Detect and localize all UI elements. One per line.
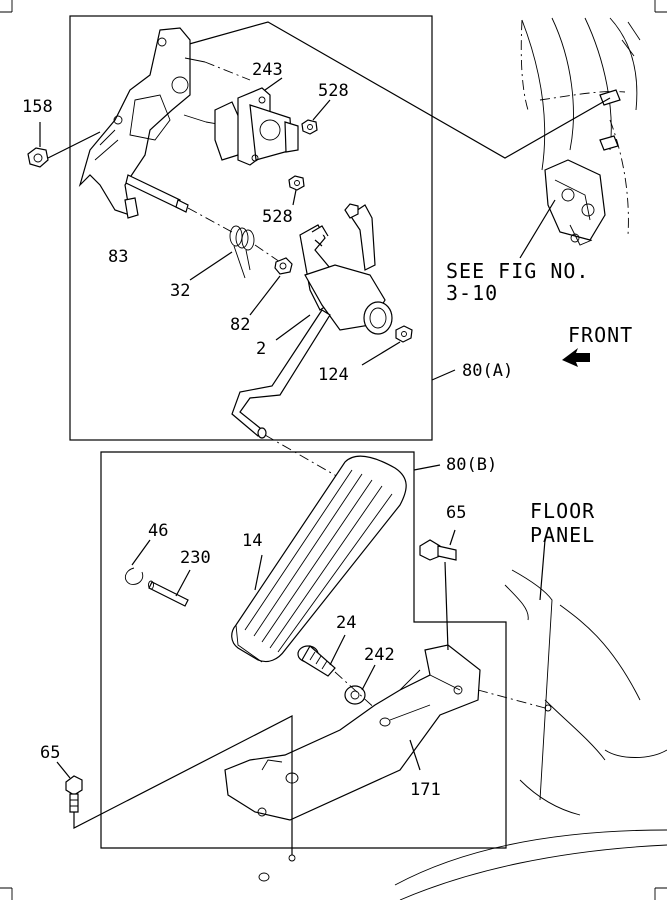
callout-158: 158 xyxy=(22,97,53,117)
bolt-65-lower xyxy=(65,775,83,813)
front-arrow-icon xyxy=(562,348,590,367)
callout-80a: 80(A) xyxy=(462,361,513,381)
floor-panel-label-line1: FLOOR xyxy=(530,499,595,523)
see-fig-note-line1: SEE FIG NO. xyxy=(446,259,589,283)
bolt-24 xyxy=(297,645,336,677)
pedal-arm-2 xyxy=(231,203,393,439)
nut-158 xyxy=(27,147,49,168)
callout-80b: 80(B) xyxy=(446,455,497,475)
pivot-shaft xyxy=(125,174,189,213)
group-box-80b xyxy=(100,451,507,849)
floor-panel xyxy=(394,569,667,900)
nut-124 xyxy=(395,325,413,343)
see-fig-note-line2: 3-10 xyxy=(446,281,498,305)
group-box-80a xyxy=(69,15,433,441)
leader-243 xyxy=(264,77,283,91)
nut-528-lower xyxy=(288,175,305,191)
callout-24: 24 xyxy=(336,613,356,633)
callout-82: 82 xyxy=(230,315,250,335)
front-label: FRONT xyxy=(568,323,633,347)
callout-528-upper: 528 xyxy=(318,81,349,101)
pedal-switch-243 xyxy=(214,87,299,166)
callout-46: 46 xyxy=(148,521,168,541)
callout-32: 32 xyxy=(170,281,190,301)
callout-242: 242 xyxy=(364,645,395,665)
bushing-82 xyxy=(274,257,293,275)
pedal-base-bracket-171 xyxy=(224,644,481,821)
return-spring-32 xyxy=(229,225,255,279)
pin-230 xyxy=(148,580,189,607)
callout-83: 83 xyxy=(108,247,128,267)
callout-171: 171 xyxy=(410,780,441,800)
spacer-242 xyxy=(344,685,366,705)
callout-243: 243 xyxy=(252,60,283,80)
callout-528-lower: 528 xyxy=(262,207,293,227)
nut-528-upper xyxy=(301,119,318,135)
bolt-65-upper xyxy=(419,539,457,561)
floor-panel-label-line2: PANEL xyxy=(530,523,595,547)
pedal-bracket xyxy=(78,27,191,219)
callout-14: 14 xyxy=(242,531,262,551)
callout-124: 124 xyxy=(318,365,349,385)
callout-2: 2 xyxy=(256,339,266,359)
vehicle-body-outline xyxy=(520,17,641,246)
clip-46 xyxy=(124,567,144,585)
callout-65-upper: 65 xyxy=(446,503,466,523)
mount-leader-line xyxy=(174,21,611,159)
callout-230: 230 xyxy=(180,548,211,568)
pedal-pad-14 xyxy=(231,455,407,663)
callout-65-lower: 65 xyxy=(40,743,60,763)
